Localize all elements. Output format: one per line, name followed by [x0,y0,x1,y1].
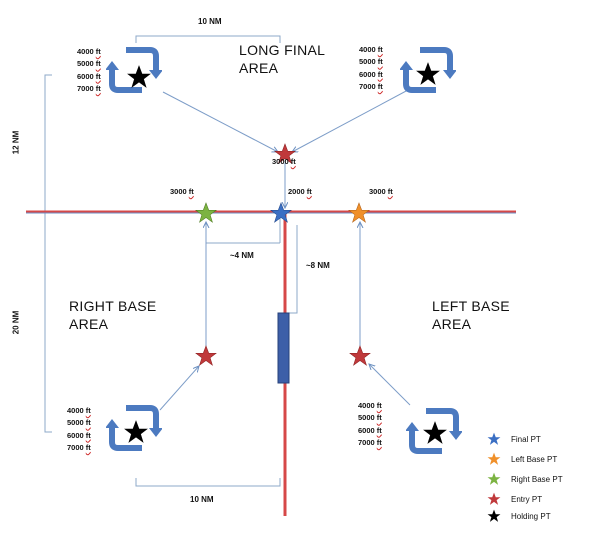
legend-label: Final PT [511,434,541,444]
holding-pt-star-icon [487,509,501,522]
distance-left-upper: 12 NM [11,130,21,155]
final-pt-altitude: 2000 ft [288,187,312,196]
holding-pt-star [127,65,151,88]
final-pt-star [270,202,292,223]
entry-pt-star [274,143,296,164]
holding-stack-top-left: 4000 ft 5000 ft 6000 ft 7000 ft [77,47,101,93]
right-base-pt-star-icon [487,472,501,485]
legend-item-left-base: Left Base PT [487,452,557,466]
distance-left-lower: 20 NM [11,310,21,335]
holding-pt-star [423,421,447,444]
legend-item-holding: Holding PT [487,509,551,523]
right-base-altitude: 3000 ft [170,187,194,196]
final-pt-star-icon [487,432,501,445]
route-lines [159,89,411,411]
left-base-altitude: 3000 ft [369,187,393,196]
legend-label: Entry PT [511,494,543,504]
entry-final-altitude: 3000 ft [272,157,296,166]
left-base-pt-star-icon [487,452,501,465]
distance-top: 10 NM [198,17,222,26]
left-base-pt-star [348,202,370,223]
right-base-pt-star [195,202,217,223]
legend-label: Left Base PT [511,454,558,464]
legend-item-entry: Entry PT [487,492,542,506]
legend-label: Right Base PT [511,474,563,484]
legend-item-final: Final PT [487,432,541,446]
entry-pt-star [195,345,217,366]
entry-pt-star-icon [487,492,501,505]
legend-label: Holding PT [511,511,551,521]
holding-pt-star [124,420,148,443]
holding-stack-bottom-right: 4000 ft 5000 ft 6000 ft 7000 ft [358,401,382,447]
entry-pt-star [349,345,371,366]
runway [277,312,290,384]
distance-approx-8: ~8 NM [306,261,330,270]
holding-pt-star [416,62,440,85]
holding-stack-bottom-left: 4000 ft 5000 ft 6000 ft 7000 ft [67,406,91,452]
legend-item-right-base: Right Base PT [487,472,563,486]
runway-axes [26,210,516,516]
distance-bottom: 10 NM [190,495,214,504]
distance-approx-4: ~4 NM [230,251,254,260]
holding-stack-top-right: 4000 ft 5000 ft 6000 ft 7000 ft [359,45,383,91]
